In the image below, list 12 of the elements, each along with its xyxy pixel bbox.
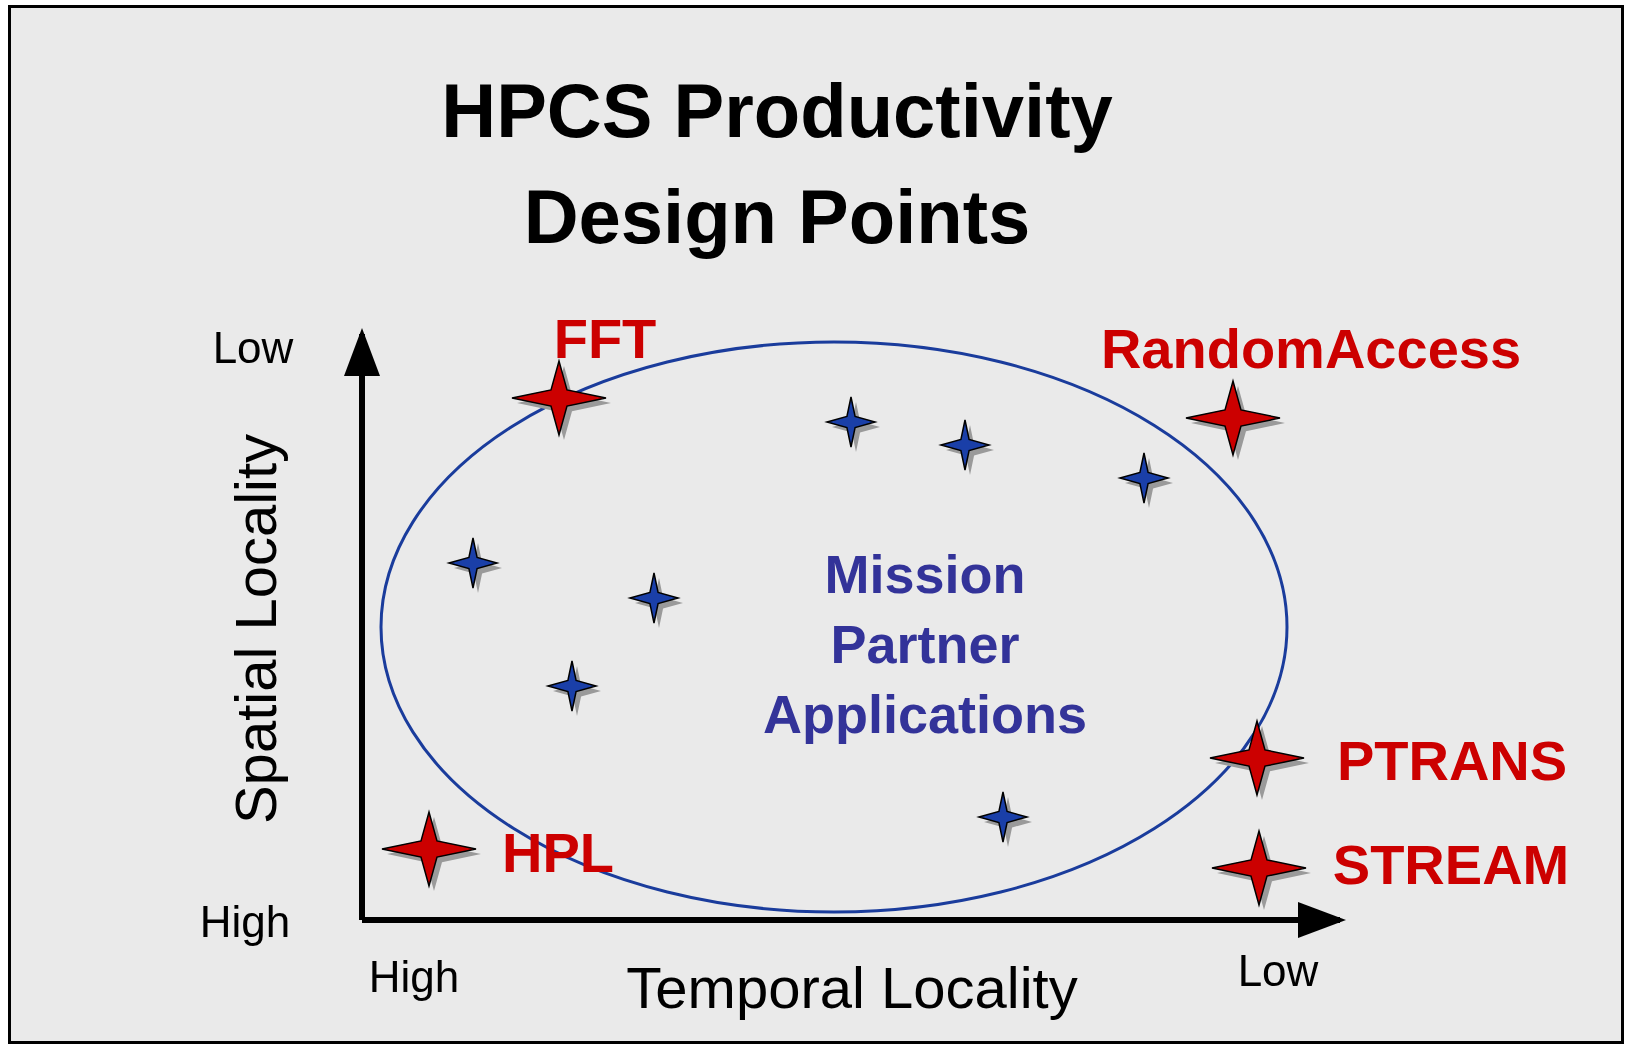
point-label: FFT xyxy=(553,305,657,371)
point-label: RandomAccess xyxy=(1100,315,1522,381)
axis-end-label: High xyxy=(368,952,460,1002)
region-label: Mission Partner Applications xyxy=(762,543,1088,746)
axis-title: Temporal Locality xyxy=(626,953,1078,1021)
axis-end-label: Low xyxy=(212,323,294,373)
title: HPCS Productivity Design Points xyxy=(440,67,1114,261)
point-label: STREAM xyxy=(1332,831,1570,897)
point-label: PTRANS xyxy=(1336,727,1568,793)
axis-title: Spatial Locality xyxy=(221,433,289,825)
axis-end-label: Low xyxy=(1237,946,1319,996)
axis-end-label: High xyxy=(199,897,291,947)
